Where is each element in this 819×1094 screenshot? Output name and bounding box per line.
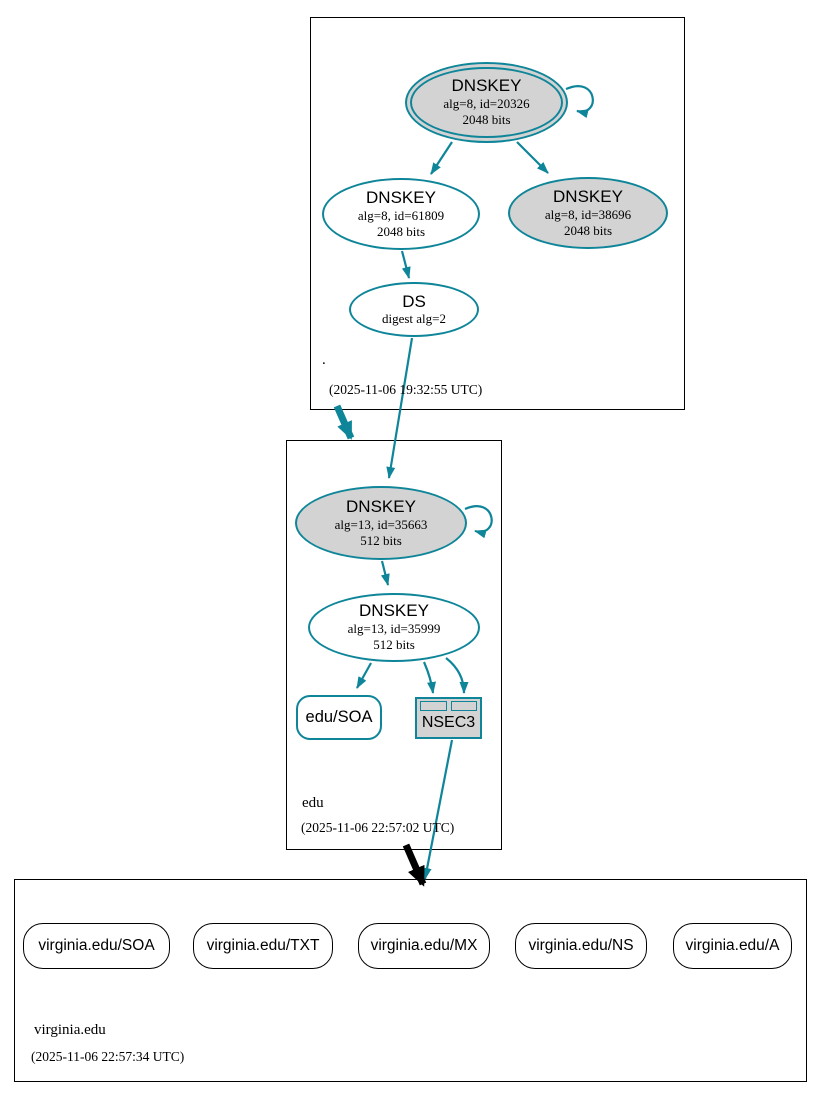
rrset-label: virginia.edu/NS bbox=[528, 937, 634, 954]
edge-root-ksk-to-zsk bbox=[430, 141, 453, 175]
node-detail: alg=8, id=38696 bbox=[544, 206, 632, 222]
edge-edu-zsk-to-nsec3-right bbox=[445, 657, 469, 694]
node-edu-soa[interactable]: edu/SOA bbox=[296, 695, 382, 740]
node-virginia-txt[interactable]: virginia.edu/TXT bbox=[193, 923, 333, 969]
node-root-ksk[interactable]: DNSKEY alg=8, id=20326 2048 bits bbox=[405, 62, 568, 143]
zone-box-virginia bbox=[14, 879, 807, 1082]
rrset-label: virginia.edu/MX bbox=[370, 937, 478, 954]
node-virginia-ns[interactable]: virginia.edu/NS bbox=[515, 923, 647, 969]
edge-nsec3-to-virginia bbox=[422, 739, 454, 880]
node-virginia-soa[interactable]: virginia.edu/SOA bbox=[23, 923, 170, 969]
edge-edu-zsk-to-nsec3-left bbox=[422, 661, 437, 694]
rrset-label: edu/SOA bbox=[305, 708, 373, 726]
node-title: DNSKEY bbox=[359, 601, 429, 621]
node-virginia-a[interactable]: virginia.edu/A bbox=[673, 923, 792, 969]
zone-name-edu: edu bbox=[302, 795, 324, 811]
node-root-dnskey-38696[interactable]: DNSKEY alg=8, id=38696 2048 bits bbox=[508, 177, 668, 249]
zone-timestamp-edu: (2025-11-06 22:57:02 UTC) bbox=[301, 820, 455, 835]
node-title: DNSKEY bbox=[346, 496, 416, 516]
nsec3-cell-right bbox=[450, 701, 477, 711]
nsec3-cell-left bbox=[420, 701, 447, 711]
node-detail: alg=13, id=35999 bbox=[347, 621, 441, 637]
node-detail: 512 bits bbox=[373, 637, 415, 653]
node-edu-nsec3[interactable]: NSEC3 bbox=[415, 697, 482, 739]
node-title: DNSKEY bbox=[366, 187, 436, 207]
nsec3-header-cells bbox=[420, 701, 477, 711]
edge-edu-zsk-to-soa bbox=[356, 662, 372, 689]
node-detail: digest alg=2 bbox=[381, 311, 447, 327]
edge-edu-ksk-to-zsk bbox=[380, 560, 390, 586]
node-detail: 2048 bits bbox=[376, 223, 426, 239]
edge-root-to-edu-delegation bbox=[333, 404, 355, 440]
edge-root-ksk-to-dnskey38696 bbox=[516, 141, 549, 174]
node-title: DS bbox=[402, 291, 426, 311]
node-virginia-mx[interactable]: virginia.edu/MX bbox=[358, 923, 490, 969]
node-detail: alg=8, id=61809 bbox=[357, 207, 445, 223]
node-detail: 512 bits bbox=[360, 532, 402, 548]
edge-ds-to-edu-ksk bbox=[386, 337, 414, 479]
zone-name-root: . bbox=[322, 352, 326, 368]
node-detail: 2048 bits bbox=[462, 112, 511, 128]
nsec3-label: NSEC3 bbox=[421, 714, 476, 731]
node-edu-ksk[interactable]: DNSKEY alg=13, id=35663 512 bits bbox=[295, 486, 467, 560]
node-edu-zsk[interactable]: DNSKEY alg=13, id=35999 512 bits bbox=[308, 593, 480, 662]
node-detail: 2048 bits bbox=[563, 222, 613, 238]
node-root-ds[interactable]: DS digest alg=2 bbox=[349, 282, 479, 337]
zone-name-virginia: virginia.edu bbox=[34, 1022, 106, 1038]
node-root-zsk[interactable]: DNSKEY alg=8, id=61809 2048 bits bbox=[322, 178, 480, 250]
node-detail: alg=13, id=35663 bbox=[334, 516, 428, 532]
node-title: DNSKEY bbox=[451, 76, 522, 96]
edge-root-zsk-to-ds bbox=[400, 250, 411, 279]
edge-root-ksk-selfloop bbox=[565, 85, 594, 119]
node-title: DNSKEY bbox=[553, 186, 623, 206]
rrset-label: virginia.edu/SOA bbox=[38, 937, 155, 954]
zone-timestamp-root: (2025-11-06 19:32:55 UTC) bbox=[329, 382, 483, 397]
rrset-label: virginia.edu/A bbox=[685, 937, 780, 954]
rrset-label: virginia.edu/TXT bbox=[206, 937, 320, 954]
edge-edu-ksk-selfloop bbox=[464, 505, 493, 539]
edge-edu-to-virginia-delegation bbox=[402, 843, 427, 887]
zone-timestamp-virginia: (2025-11-06 22:57:34 UTC) bbox=[31, 1049, 185, 1064]
node-detail: alg=8, id=20326 bbox=[443, 96, 530, 112]
